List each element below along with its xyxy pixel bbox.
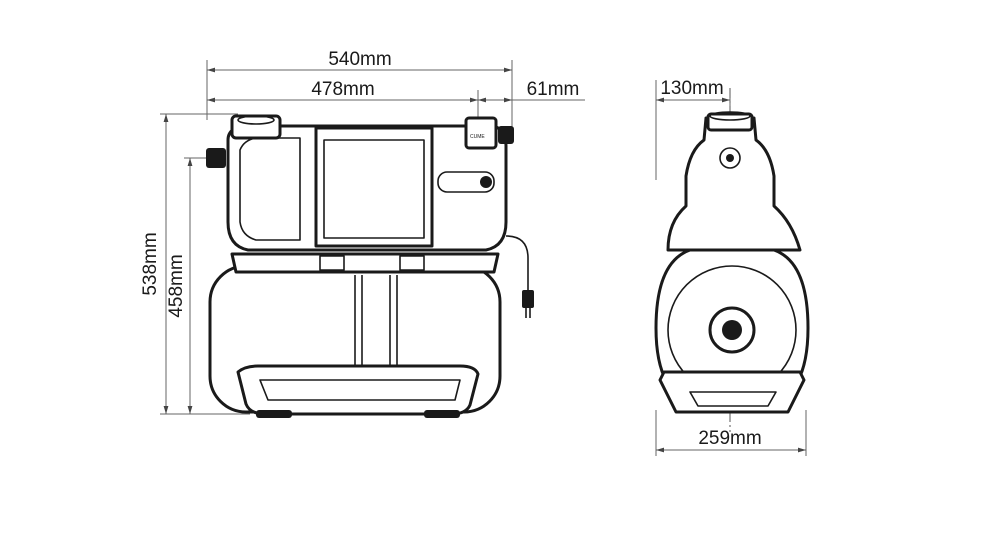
plug-icon [522,290,534,308]
front-view: 130mm 259mm [654,78,810,456]
power-cable [505,235,534,318]
pump-head-front [666,111,802,252]
dimension-label-overall-length: 540mm [328,49,391,70]
dimension-label-body-length: 478mm [311,79,374,100]
dimension-label-top-width: 130mm [660,78,723,99]
mount-bracket [230,252,500,274]
pump-motor [206,114,514,252]
dimension-label-base-width: 259mm [698,428,761,449]
tank-foot-right [424,410,460,418]
dimension-body-length: 478mm [207,79,479,120]
dimension-overall-height: 538mm [140,113,250,415]
tank-foot-left [256,410,292,418]
side-view: 540mm 478mm 61mm 538mm 458mm [140,49,585,418]
dimension-label-outlet-offset: 61mm [527,79,580,100]
dimension-overall-length: 540mm [206,49,513,135]
tank-front [654,248,810,414]
dimension-tank-height: 458mm [166,157,210,414]
dimension-outlet-offset: 61mm [478,79,585,103]
dimension-label-tank-height: 458mm [166,254,187,317]
dimension-top-width: 130mm [655,78,731,180]
pressure-tank [208,264,502,418]
dimension-base-width: 259mm [655,410,807,456]
dimension-label-overall-height: 538mm [140,232,161,295]
outlet-fitting-label: CUME [470,134,485,140]
